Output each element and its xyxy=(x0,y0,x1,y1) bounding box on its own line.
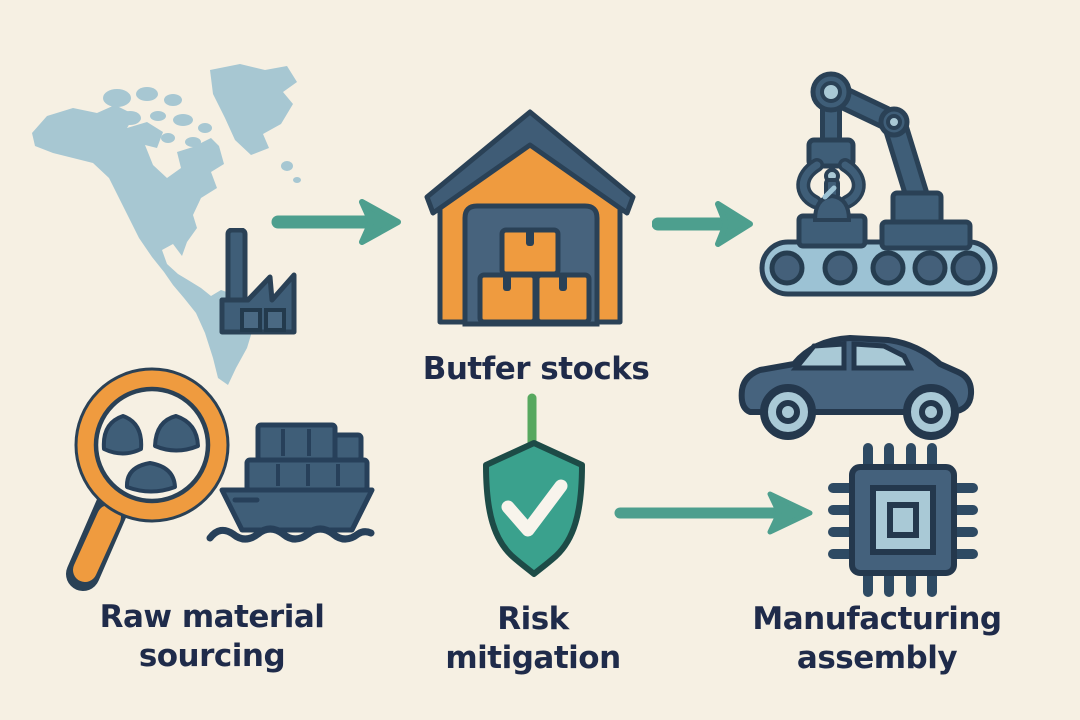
world-map xyxy=(32,64,301,385)
cargo-ship-icon xyxy=(206,422,375,543)
buffer-stocks-text: Butfer stocks xyxy=(422,351,650,387)
raw-material-line1: Raw material xyxy=(99,599,325,635)
risk-to-assembly-arrow-icon xyxy=(614,491,813,535)
robot-arm-conveyor-icon xyxy=(759,71,998,297)
factory-icon xyxy=(219,228,297,335)
microchip-icon xyxy=(828,443,978,597)
risk-mitigation-label: Risk mitigation xyxy=(408,600,658,678)
car-icon xyxy=(738,335,975,440)
manufacturing-assembly-label: Manufacturing assembly xyxy=(727,600,1027,678)
risk-line2: mitigation xyxy=(445,640,621,676)
buffer-to-risk-connector-icon xyxy=(527,393,537,453)
magnifier-ore-icon xyxy=(66,367,230,591)
manufacturing-line2: assembly xyxy=(796,640,958,676)
shield-check-icon xyxy=(483,440,585,577)
risk-line1: Risk xyxy=(497,601,569,637)
checkmark-icon xyxy=(501,479,568,537)
sourcing-to-buffer-arrow-icon xyxy=(271,199,401,245)
raw-material-line2: sourcing xyxy=(138,638,286,674)
warehouse-icon xyxy=(424,109,636,327)
manufacturing-line1: Manufacturing xyxy=(752,601,1002,637)
raw-material-sourcing-label: Raw material sourcing xyxy=(62,598,362,676)
buffer-to-manufacturing-arrow-icon xyxy=(652,201,753,247)
buffer-stocks-label: Butfer stocks xyxy=(386,350,686,389)
